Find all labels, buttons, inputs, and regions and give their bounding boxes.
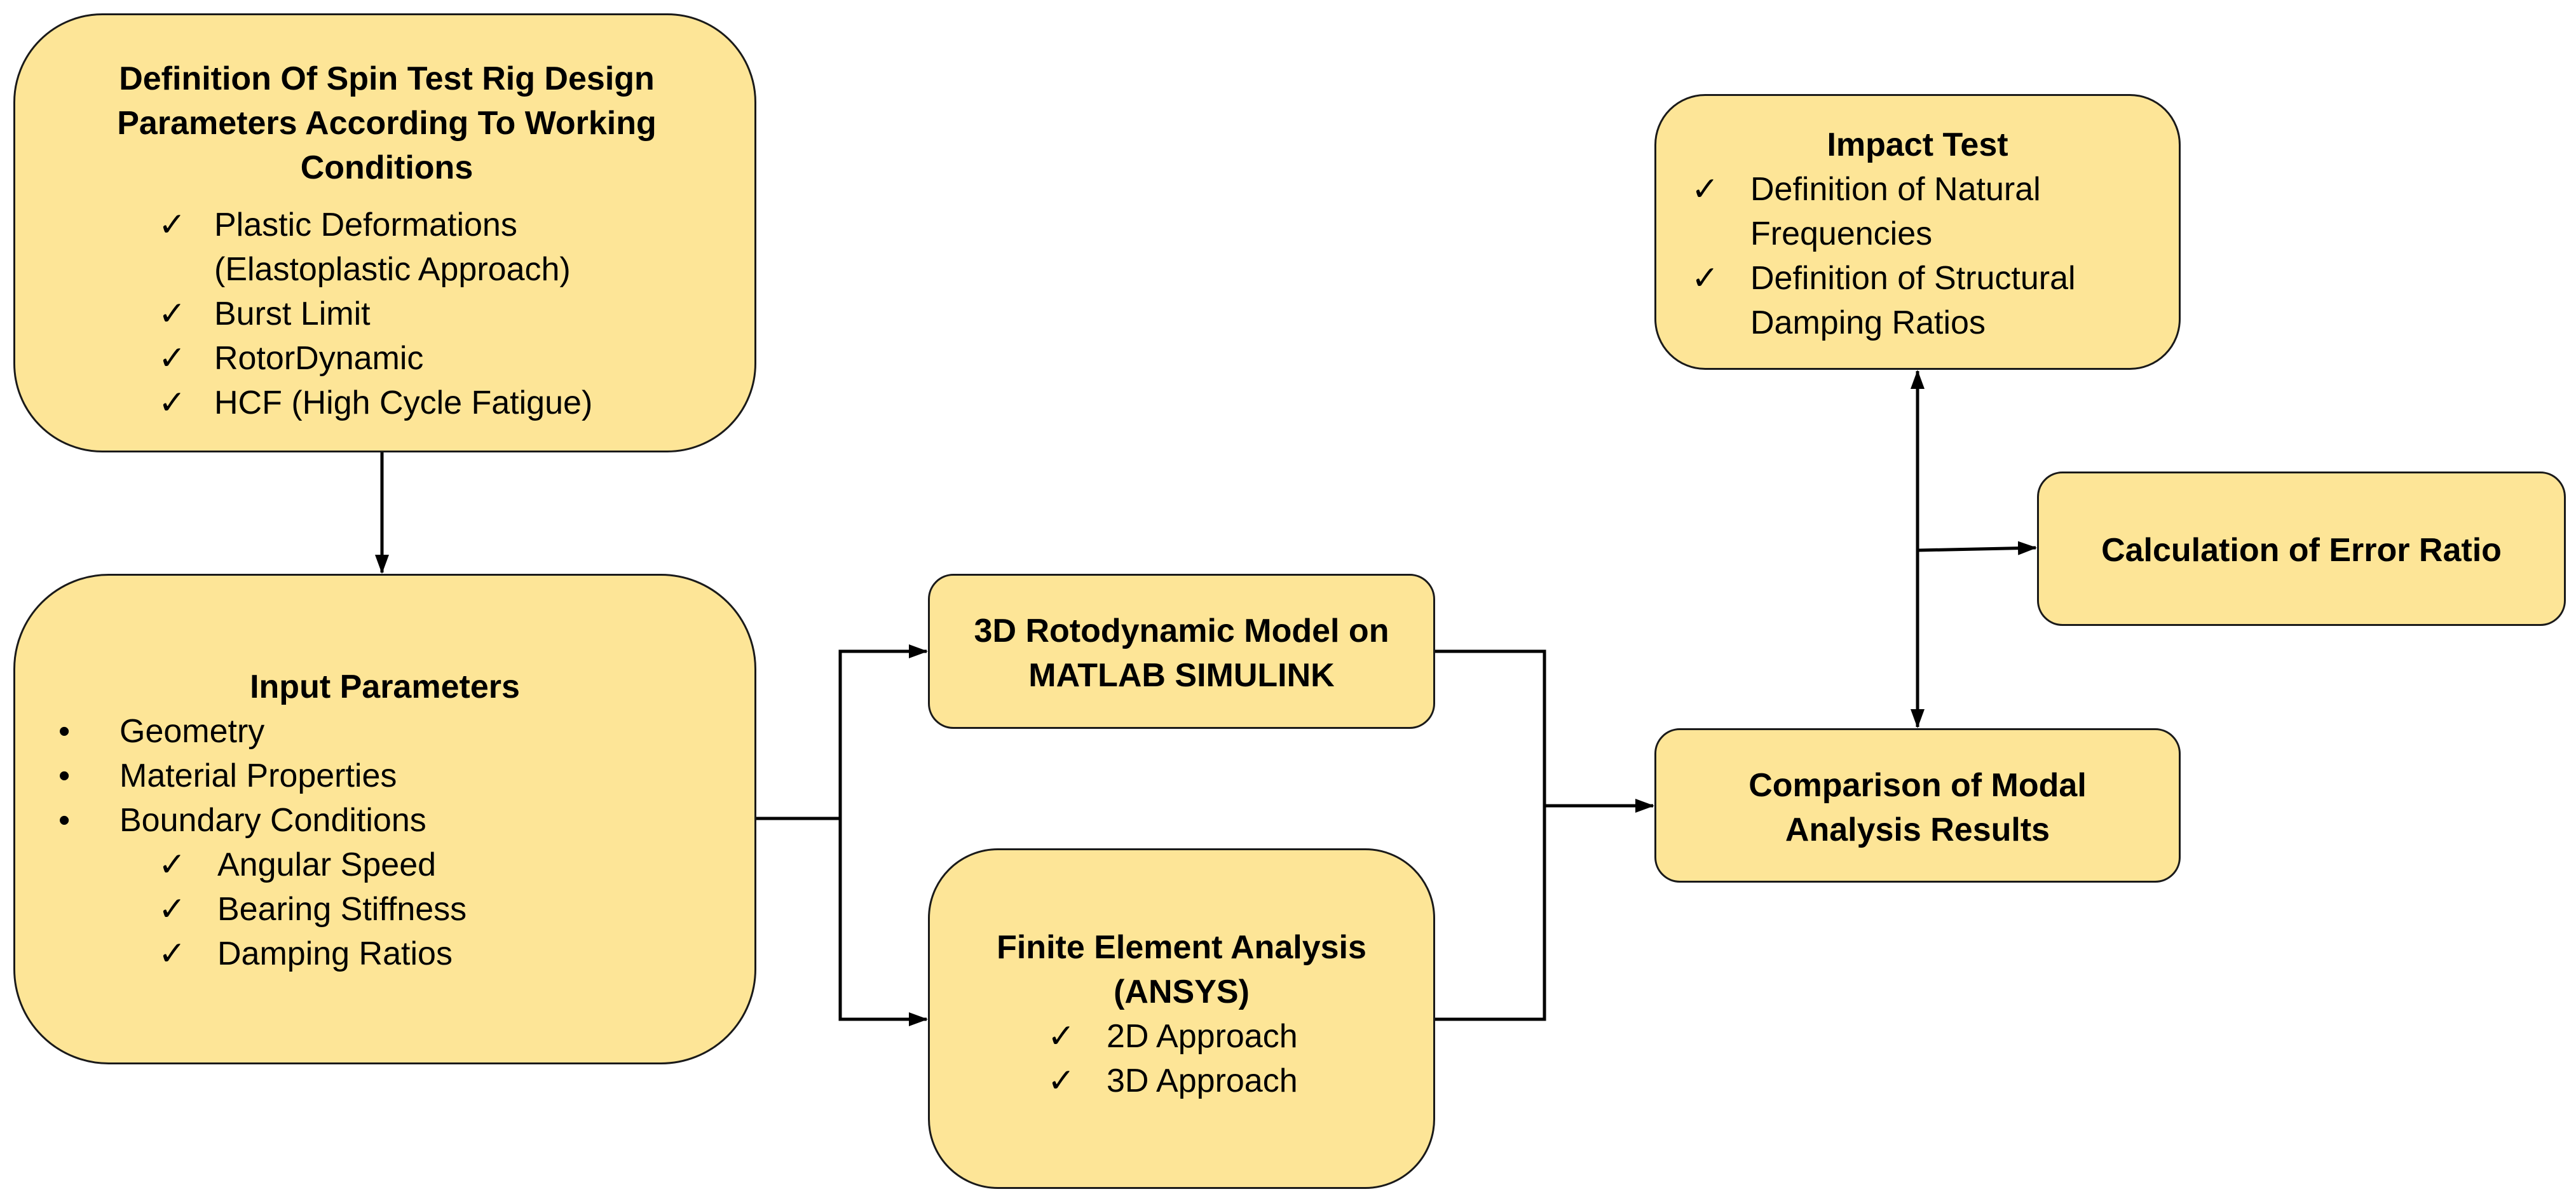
check-icon: ✓ (158, 935, 186, 972)
error-ratio-box: Calculation of Error Ratio (2037, 472, 2566, 626)
input-sub-damping-ratios: ✓Damping Ratios (15, 932, 754, 976)
design-item-hcf: ✓HCF (High Cycle Fatigue) (15, 381, 754, 425)
impact-item-damping: Damping Ratios (1750, 304, 1986, 341)
check-icon: ✓ (158, 295, 186, 332)
check-icon: ✓ (158, 340, 186, 377)
connector-input-split-lower (838, 818, 928, 1026)
check-icon: ✓ (158, 846, 186, 883)
rotodynamic-model-box: 3D Rotodynamic Model on MATLAB SIMULINK (928, 574, 1435, 729)
design-item-elastoplastic: (Elastoplastic Approach) (214, 251, 571, 288)
check-icon: ✓ (158, 207, 186, 243)
input-bullet-geometry: •Geometry (15, 709, 754, 754)
bullet-icon: • (58, 802, 71, 839)
check-icon: ✓ (1691, 260, 1719, 297)
impact-item-frequencies: Frequencies (1750, 215, 1933, 252)
impact-test-box: Impact Test ✓Definition of Natural Frequ… (1654, 94, 2181, 370)
connector-input-split (756, 644, 928, 820)
bullet-icon: • (58, 713, 71, 750)
design-item-burst: ✓Burst Limit (15, 292, 754, 336)
check-icon: ✓ (158, 891, 186, 928)
input-bullet-boundary: •Boundary Conditions (15, 798, 754, 843)
check-icon: ✓ (1047, 1018, 1075, 1055)
impact-test-title: Impact Test (1827, 126, 2008, 163)
comparison-box: Comparison of Modal Analysis Results (1654, 728, 2181, 883)
finite-element-title: Finite Element Analysis (ANSYS) (997, 929, 1366, 1010)
check-icon: ✓ (1047, 1062, 1075, 1099)
input-bullet-material: •Material Properties (15, 754, 754, 798)
impact-item-structural: ✓Definition of Structural (1656, 256, 2179, 301)
design-item-rotordynamic: ✓RotorDynamic (15, 336, 754, 381)
fea-item-2d: ✓2D Approach (930, 1014, 1433, 1059)
fea-item-3d: ✓3D Approach (930, 1059, 1433, 1103)
error-ratio-title: Calculation of Error Ratio (2101, 532, 2502, 569)
check-icon: ✓ (1691, 171, 1719, 208)
impact-item-natural: ✓Definition of Natural (1656, 167, 2179, 212)
input-sub-bearing-stiffness: ✓Bearing Stiffness (15, 887, 754, 932)
rotodynamic-model-title: 3D Rotodynamic Model on MATLAB SIMULINK (974, 613, 1389, 694)
design-parameters-title: Definition Of Spin Test Rig Design Param… (117, 60, 657, 186)
check-icon: ✓ (158, 384, 186, 421)
input-parameters-title: Input Parameters (250, 668, 520, 705)
comparison-title: Comparison of Modal Analysis Results (1748, 767, 2087, 848)
input-parameters-box: Input Parameters •Geometry •Material Pro… (13, 574, 756, 1064)
arrow-to-error-ratio (1917, 541, 2037, 555)
bullet-icon: • (58, 757, 71, 794)
finite-element-box: Finite Element Analysis (ANSYS) ✓2D Appr… (928, 848, 1435, 1189)
connector-rotodynamic-merge (1435, 649, 1546, 1021)
design-parameters-box: Definition Of Spin Test Rig Design Param… (13, 13, 756, 452)
design-item-plastic: ✓Plastic Deformations (15, 203, 754, 247)
input-sub-angular-speed: ✓Angular Speed (15, 843, 754, 887)
